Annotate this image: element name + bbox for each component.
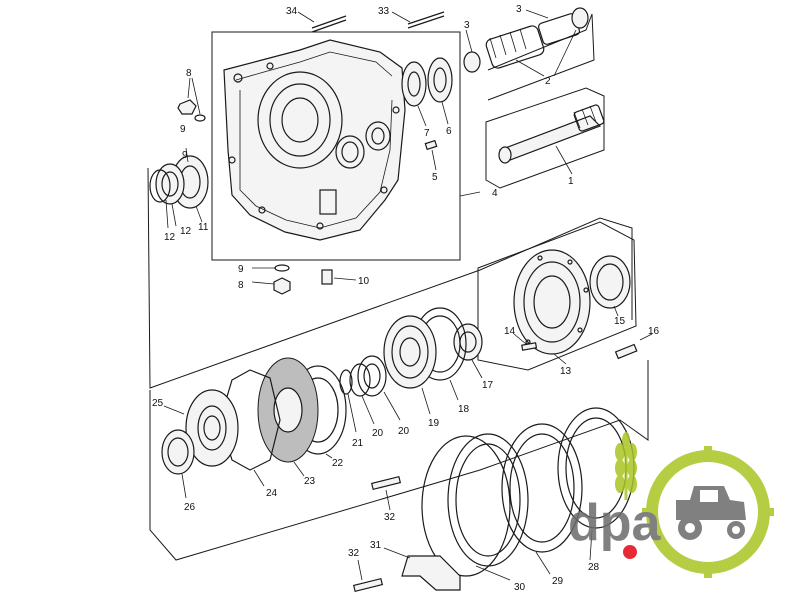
bearing-19: [383, 315, 437, 415]
logo-dot: [623, 545, 637, 559]
housing-frame: [211, 31, 461, 261]
label-18: 18: [458, 404, 470, 415]
snap-ring-21: [339, 369, 357, 433]
shaft-1: [498, 104, 605, 175]
label-13: 13: [560, 366, 572, 377]
bolt-8-lower: [251, 264, 291, 295]
stud-33: [391, 11, 445, 29]
label-10: 10: [358, 276, 370, 287]
callout-bracket-2: [487, 13, 595, 101]
ring-20-lower: [349, 363, 375, 425]
bracket-31: [383, 547, 461, 591]
label-20b: 20: [372, 428, 384, 439]
label-3a: 3: [464, 20, 470, 31]
label-33: 33: [378, 6, 390, 17]
label-11: 11: [198, 222, 209, 233]
label-21: 21: [352, 438, 364, 449]
piston-13: [513, 249, 591, 365]
seal-group-11-12: [149, 147, 209, 229]
label-32b: 32: [348, 548, 360, 559]
label-22: 22: [332, 458, 344, 469]
label-6: 6: [446, 126, 452, 137]
label-20a: 20: [398, 426, 410, 437]
label-23: 23: [304, 476, 316, 487]
ring-29: [501, 423, 583, 575]
bolt-32-lower: [352, 559, 384, 593]
label-25: 25: [152, 398, 164, 409]
hub-25: [163, 389, 239, 467]
ring-15: [589, 255, 631, 317]
label-14: 14: [504, 326, 516, 337]
label-9a: 9: [180, 124, 186, 135]
label-3b: 3: [516, 4, 522, 15]
label-9-seal: 9: [182, 150, 188, 161]
label-30: 30: [514, 582, 526, 593]
wheat-icon: [615, 432, 637, 500]
bearing-6: [427, 57, 453, 125]
friction-disk-23: [257, 357, 319, 477]
bolt-16: [614, 333, 653, 360]
label-4: 4: [492, 188, 498, 199]
label-34: 34: [286, 6, 298, 17]
label-24: 24: [266, 488, 278, 499]
label-28: 28: [588, 562, 600, 573]
logo-text: dpa: [568, 494, 662, 552]
shaft-2: [463, 7, 589, 77]
label-19: 19: [428, 418, 440, 429]
seal-26: [161, 429, 195, 499]
label-8a: 8: [186, 68, 192, 79]
label-16: 16: [648, 326, 660, 337]
housing-assembly: [211, 31, 461, 261]
stud-34: [297, 11, 347, 33]
label-9b: 9: [238, 264, 244, 275]
pin-14: [513, 333, 538, 351]
label-12a: 12: [180, 226, 192, 237]
label-26: 26: [184, 502, 196, 513]
plate-17: [453, 323, 483, 379]
label-1: 1: [568, 176, 574, 187]
ring-20-upper: [357, 355, 401, 421]
bolt-8-upper: [177, 77, 206, 122]
callout-frame-1: [485, 87, 605, 189]
label-31: 31: [370, 540, 382, 551]
label-15: 15: [614, 316, 626, 327]
label-29: 29: [552, 576, 564, 587]
assembly-frame-upper: [147, 167, 633, 389]
label-8b: 8: [238, 280, 244, 291]
label-17: 17: [482, 380, 494, 391]
assembly-frame-lower: [149, 360, 649, 561]
label-12b: 12: [164, 232, 176, 243]
part-labels: 34 33 3 3 2 6 7 5 1 4 8 9 9 11 12 12 9 8…: [152, 4, 660, 593]
gearbox-housing: [223, 39, 406, 241]
dowel-pin-5: [424, 139, 438, 171]
ring-30-outer: [421, 435, 511, 577]
label-5: 5: [432, 172, 438, 183]
plug-10: [321, 269, 357, 285]
label-7: 7: [424, 128, 430, 139]
label-32a: 32: [384, 512, 396, 523]
label-2: 2: [545, 76, 551, 87]
dpa-logo: dpa: [568, 432, 774, 578]
bearing-7: [401, 61, 427, 127]
callout-frame-13: [477, 221, 637, 371]
tractor-icon: [676, 486, 746, 540]
bolt-32-upper: [370, 475, 402, 511]
